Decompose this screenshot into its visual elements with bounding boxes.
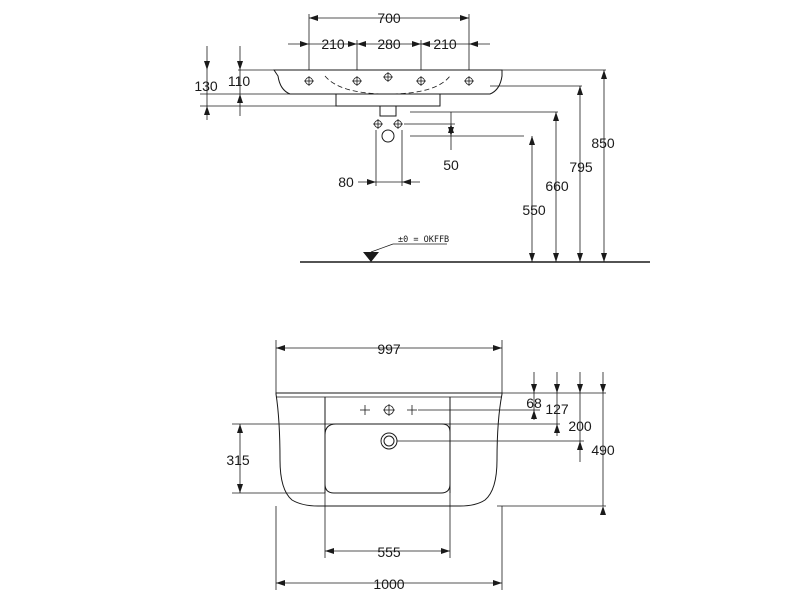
dim-label-127: 127 [545,401,569,417]
dim-label-1000: 1000 [373,576,404,592]
dim-130-110: 130 110 [194,46,336,120]
dim-label-110: 110 [228,73,251,89]
tap-deck [324,397,451,493]
waste-trap [373,119,403,186]
height-dims: 550 660 795 850 [410,69,615,262]
plan-view: 997 1000 555 315 [226,340,615,592]
dim-label-280: 280 [377,36,401,52]
dim-label-660: 660 [545,178,569,194]
dim-label-200: 200 [568,418,592,434]
dim-80: 80 [338,174,420,190]
bowl-hidden-line [324,75,451,95]
basin-profile [273,69,503,95]
plan-tap-holes [360,404,417,416]
dim-label-550: 550 [522,202,546,218]
bowl-outline [324,423,451,494]
bowl-underside [335,94,441,107]
dim-315: 315 [226,423,336,494]
basin-outline [275,392,503,507]
floor-line: ±0 = OKFFB [300,235,650,263]
dim-label-555: 555 [377,544,401,560]
dim-label-210-left: 210 [321,36,345,52]
dim-label-80: 80 [338,174,354,190]
dim-label-850: 850 [591,135,615,151]
dim-label-50: 50 [443,157,459,173]
dim-label-130: 130 [194,78,218,94]
tap-hole-markers [304,72,474,86]
dim-555: 555 [324,493,451,560]
drain-stub [379,106,397,117]
dim-210-280-210: 210 280 210 [288,36,490,70]
floor-reference-label: ±0 = OKFFB [398,235,449,245]
dim-700: 700 [308,10,470,70]
dim-label-210-right: 210 [433,36,457,52]
elevation-view: 700 210 280 210 130 [194,10,650,263]
dim-label-997: 997 [377,341,401,357]
dim-label-700: 700 [377,10,401,26]
dim-50: 50 [404,112,524,173]
dim-label-315: 315 [226,452,250,468]
dim-label-68: 68 [526,395,542,411]
dim-997: 997 [275,340,503,393]
depth-dims: 68 127 200 490 [395,372,615,515]
dim-label-490: 490 [591,442,615,458]
dim-label-795: 795 [569,159,593,175]
drain-icon [380,432,398,450]
dim-1000: 1000 [275,506,503,592]
